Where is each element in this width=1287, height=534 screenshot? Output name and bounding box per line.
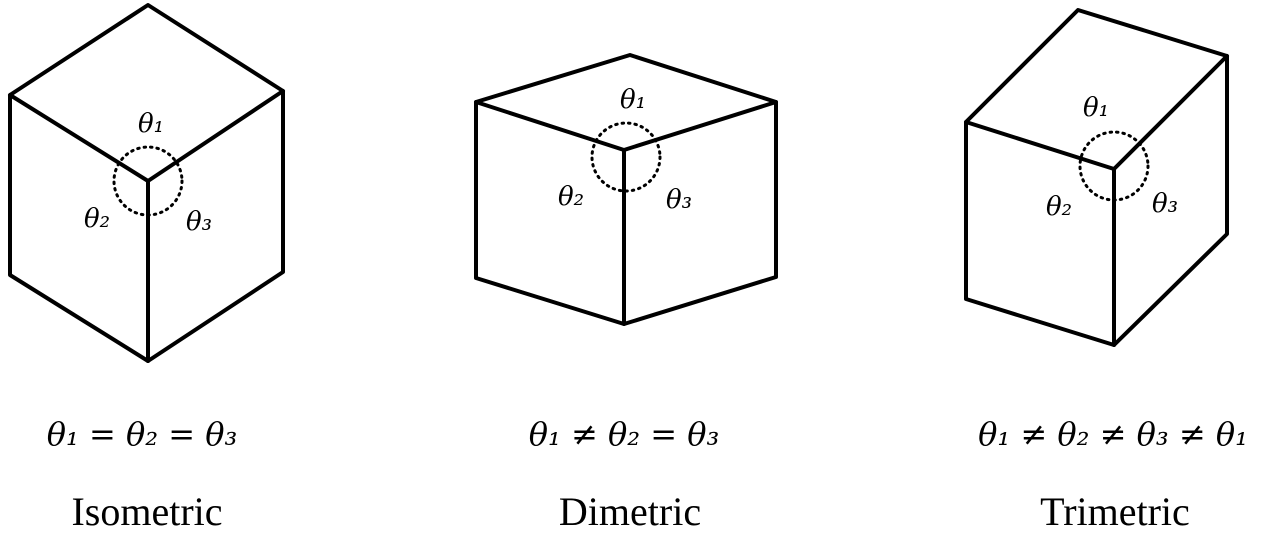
theta-3-label: θ₃ [186, 207, 212, 237]
cube-outline [964, 8, 1229, 347]
theta-2-label: θ₂ [558, 182, 584, 212]
theta-1-label: θ₁ [1083, 93, 1109, 123]
theta-2-label: θ₂ [1046, 192, 1072, 222]
angle-arc [112, 145, 184, 217]
isometric-equation: θ₁ = θ₂ = θ₃ [47, 415, 238, 453]
cube-edge [146, 89, 285, 183]
trimetric-equation: θ₁ ≠ θ₂ ≠ θ₃ ≠ θ₁ [978, 415, 1248, 453]
dimetric-panel: θ₁ θ₂ θ₃ θ₁ ≠ θ₂ = θ₃ Dimetric [474, 53, 778, 534]
theta-3-label: θ₃ [666, 185, 692, 215]
angle-arc [590, 121, 662, 193]
isometric-cube [8, 3, 285, 363]
cube-edge [622, 100, 778, 152]
trimetric-cube [964, 8, 1229, 347]
dimetric-equation: θ₁ ≠ θ₂ = θ₃ [529, 415, 720, 453]
dimetric-cube [474, 53, 778, 326]
trimetric-caption: Trimetric [1040, 489, 1190, 534]
isometric-caption: Isometric [71, 489, 222, 534]
isometric-panel: θ₁ θ₂ θ₃ θ₁ = θ₂ = θ₃ Isometric [8, 3, 285, 534]
theta-1-label: θ₁ [620, 85, 646, 115]
cube-edge [964, 120, 1116, 171]
cube-edge [8, 93, 150, 183]
trimetric-panel: θ₁ θ₂ θ₃ θ₁ ≠ θ₂ ≠ θ₃ ≠ θ₁ Trimetric [964, 8, 1248, 534]
theta-2-label: θ₂ [84, 204, 110, 234]
dimetric-caption: Dimetric [559, 489, 701, 534]
theta-1-label: θ₁ [138, 109, 164, 139]
cube-edge [1112, 54, 1229, 171]
angle-arc [1078, 130, 1150, 202]
theta-3-label: θ₃ [1152, 189, 1178, 219]
cube-edge [474, 100, 626, 152]
